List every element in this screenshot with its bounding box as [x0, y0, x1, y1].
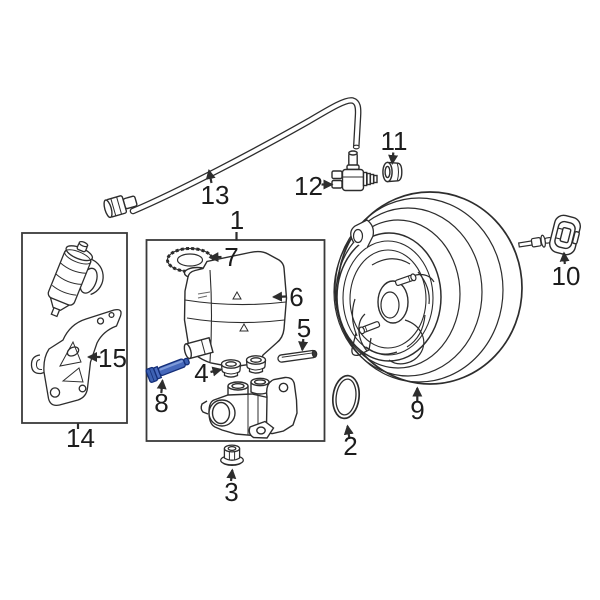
power-brake-booster	[333, 191, 552, 385]
callout-4-label: 4	[194, 358, 208, 388]
arrow-2	[343, 424, 354, 440]
callout-12-label: 12	[294, 171, 323, 201]
master-cylinder	[200, 376, 298, 439]
mounting-bolt-highlighted	[145, 357, 190, 383]
callout-10-label: 10	[552, 261, 581, 291]
callout-13-label: 13	[201, 180, 230, 210]
arrow-7	[208, 252, 222, 263]
arrow-10	[559, 251, 570, 265]
check-valve	[331, 150, 378, 192]
callout-6-label: 6	[289, 282, 303, 312]
callout-11-label: 11	[381, 126, 408, 156]
callout-arrows	[76, 152, 570, 482]
pushrod-retainer	[548, 214, 582, 256]
fluid-reservoir	[183, 250, 288, 368]
callout-3-label: 3	[224, 477, 238, 507]
arrow-4	[210, 366, 223, 377]
callout-7-label: 7	[224, 242, 238, 272]
booster-stud	[394, 273, 417, 287]
mc-port	[227, 377, 270, 400]
arrow-3	[226, 468, 237, 482]
hose-elbow-fitting	[103, 195, 138, 219]
flange-nut	[220, 444, 244, 467]
retaining-pin	[277, 349, 318, 363]
arrow-8	[156, 379, 167, 394]
reservoir-outlet-stub	[183, 336, 214, 360]
callout-2-label: 2	[343, 431, 357, 461]
air-pump	[47, 240, 104, 318]
reservoir-grommets	[220, 355, 267, 378]
callout-5-label: 5	[297, 313, 311, 343]
booster-mount-ear	[350, 219, 375, 357]
callout-14-label: 14	[66, 423, 95, 453]
arrow-6	[272, 291, 287, 302]
o-ring	[331, 374, 361, 420]
callout-15-label: 15	[98, 343, 127, 373]
vacuum-hose	[129, 97, 362, 215]
callout-9-label: 9	[410, 395, 424, 425]
booster-stud	[358, 321, 381, 335]
booster-spokes	[351, 258, 435, 365]
hose-bushing	[382, 161, 403, 183]
arrow-13	[205, 169, 216, 184]
callout-1-label: 1	[230, 205, 244, 235]
booster-pushrod	[518, 234, 552, 248]
arrow-11	[388, 152, 399, 165]
callout-8-label: 8	[154, 388, 168, 418]
arrow-5	[298, 338, 309, 352]
callout-labels: 1 2 3 4 5 6 7 8 9 10 11 12 13 14 15	[66, 126, 580, 507]
